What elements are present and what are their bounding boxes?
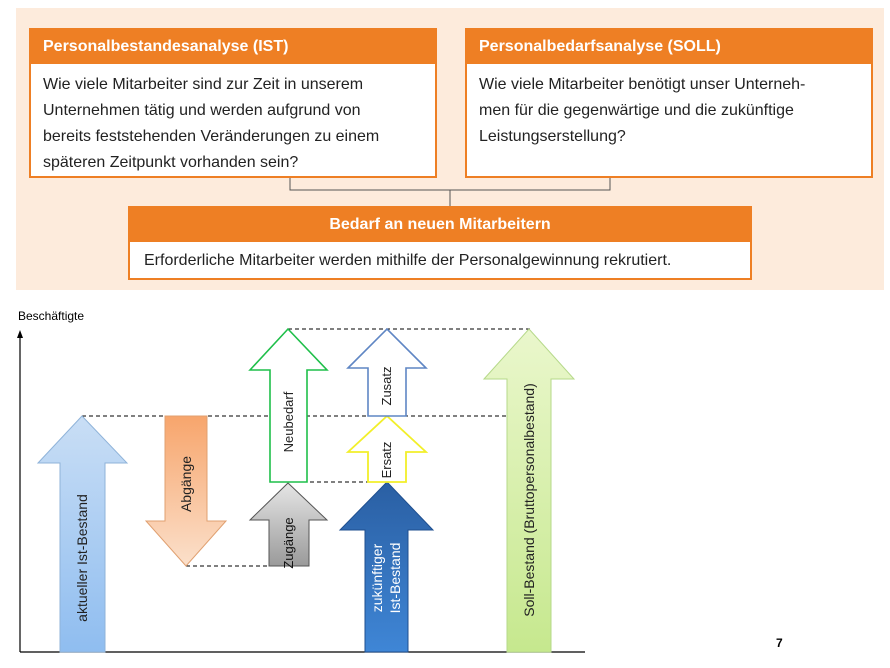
axes (17, 330, 585, 653)
zugaenge-label: Zugänge (281, 517, 296, 568)
ist-text-line: bereits feststehenden Veränderungen zu e… (43, 128, 380, 145)
soll-text-line: Leistungserstellung? (479, 128, 626, 145)
ist-analysis-text: Wie viele Mitarbeiter sind zur Zeit in u… (31, 64, 435, 184)
soll-bestand-label: Soll-Bestand (Bruttopersonalbestand) (521, 383, 537, 616)
neubedarf-arrow (248, 327, 329, 483)
abgaenge-arrow (144, 415, 228, 567)
page-number: 7 (776, 636, 783, 650)
ist-text-line: Unternehmen tätig und werden aufgrund vo… (43, 102, 361, 119)
merge-bracket (289, 178, 611, 206)
bedarf-text: Erforderliche Mitarbeiter werden mithilf… (144, 252, 672, 269)
ist-analysis-box: Personalbestandesanalyse (IST) Wie viele… (29, 28, 437, 178)
zukuenftig-arrow (338, 481, 435, 653)
zukuenftig-label-line1: zukünftiger (369, 543, 385, 612)
neubedarf-label: Neubedarf (281, 391, 296, 452)
soll-analysis-title: Personalbedarfsanalyse (SOLL) (467, 30, 871, 64)
ist-analysis-title: Personalbestandesanalyse (IST) (31, 30, 435, 64)
bedarf-title: Bedarf an neuen Mitarbeitern (130, 208, 750, 242)
zusatz-arrow (346, 327, 428, 417)
zugaenge-arrow (248, 482, 329, 567)
ersatz-arrow (345, 414, 429, 483)
zusatz-label: Zusatz (379, 366, 394, 405)
y-axis-label: Beschäftigte (18, 309, 84, 323)
ist-text-line: späteren Zeitpunkt vorhanden sein? (43, 154, 299, 171)
soll-text-line: men für die gegenwärtige und die zukünft… (479, 102, 794, 119)
ersatz-label: Ersatz (379, 442, 394, 479)
abgaenge-label: Abgänge (178, 456, 194, 512)
ist-text-line: Wie viele Mitarbeiter sind zur Zeit in u… (43, 76, 364, 93)
ist-bestand-arrow (36, 415, 129, 653)
soll-analysis-text: Wie viele Mitarbeiter benötigt unser Unt… (467, 64, 871, 158)
zukuenftig-label-line2: Ist-Bestand (387, 543, 403, 614)
ist-bestand-label: aktueller Ist-Bestand (74, 494, 90, 622)
soll-analysis-box: Personalbedarfsanalyse (SOLL) Wie viele … (465, 28, 873, 178)
bedarf-box: Bedarf an neuen Mitarbeitern Erforderlic… (128, 206, 752, 280)
soll-text-line: Wie viele Mitarbeiter benötigt unser Unt… (479, 76, 806, 93)
personnel-diagram: Beschäftigte aktueller Ist-Bestand Abgän… (17, 309, 585, 653)
soll-bestand-arrow (482, 328, 576, 653)
